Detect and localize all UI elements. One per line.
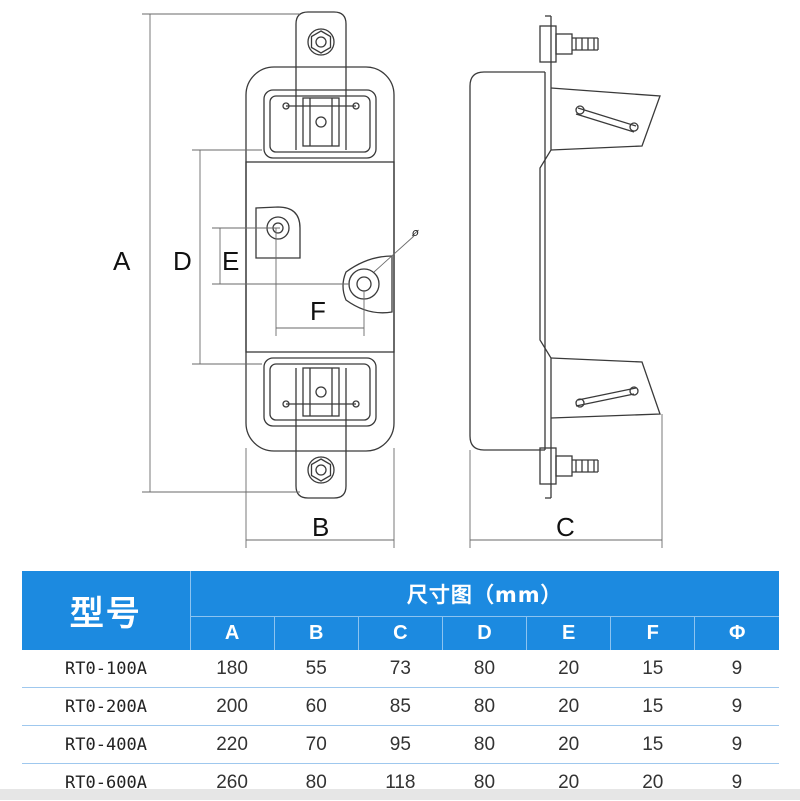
dim-label-f: F — [310, 296, 326, 326]
model-cell: RT0-100A — [22, 650, 190, 688]
column-header-a: A — [190, 617, 274, 651]
value-cell: 15 — [611, 650, 695, 688]
value-cell: 220 — [190, 726, 274, 764]
dimensions-header: 尺寸图（mm） — [190, 571, 779, 617]
value-cell: 15 — [611, 726, 695, 764]
table-row: RT0-400A 220 70 95 80 20 15 9 — [22, 726, 779, 764]
value-cell: 80 — [442, 726, 526, 764]
column-header-b: B — [274, 617, 358, 651]
value-cell: 9 — [695, 688, 779, 726]
column-header-phi: Φ — [695, 617, 779, 651]
value-cell: 20 — [527, 726, 611, 764]
value-cell: 80 — [442, 688, 526, 726]
value-cell: 73 — [358, 650, 442, 688]
table-row: RT0-100A 180 55 73 80 20 15 9 — [22, 650, 779, 688]
column-header-c: C — [358, 617, 442, 651]
value-cell: 20 — [527, 650, 611, 688]
value-cell: 55 — [274, 650, 358, 688]
value-cell: 80 — [442, 650, 526, 688]
value-cell: 70 — [274, 726, 358, 764]
model-cell: RT0-200A — [22, 688, 190, 726]
dim-label-phi: ø — [411, 226, 419, 239]
value-cell: 15 — [611, 688, 695, 726]
value-cell: 9 — [695, 650, 779, 688]
value-cell: 9 — [695, 726, 779, 764]
column-header-e: E — [527, 617, 611, 651]
dim-label-e: E — [222, 246, 239, 276]
value-cell: 20 — [527, 688, 611, 726]
value-cell: 85 — [358, 688, 442, 726]
dim-label-d: D — [173, 246, 192, 276]
table-row: RT0-200A 200 60 85 80 20 15 9 — [22, 688, 779, 726]
dimension-lines — [142, 14, 662, 548]
dim-label-a: A — [113, 246, 131, 276]
value-cell: 180 — [190, 650, 274, 688]
dimension-spec-table: 型号 尺寸图（mm） A B C D E F Φ RT0-100A 180 55… — [22, 571, 779, 801]
column-header-d: D — [442, 617, 526, 651]
fuse-base-dimension-drawing: A D E F B C ø — [0, 0, 800, 565]
dim-label-b: B — [312, 512, 329, 542]
column-header-f: F — [611, 617, 695, 651]
bottom-divider — [0, 789, 800, 800]
value-cell: 95 — [358, 726, 442, 764]
value-cell: 200 — [190, 688, 274, 726]
side-view — [470, 16, 660, 498]
model-cell: RT0-400A — [22, 726, 190, 764]
front-view — [246, 12, 394, 498]
model-header: 型号 — [22, 571, 190, 650]
dim-label-c: C — [556, 512, 575, 542]
value-cell: 60 — [274, 688, 358, 726]
